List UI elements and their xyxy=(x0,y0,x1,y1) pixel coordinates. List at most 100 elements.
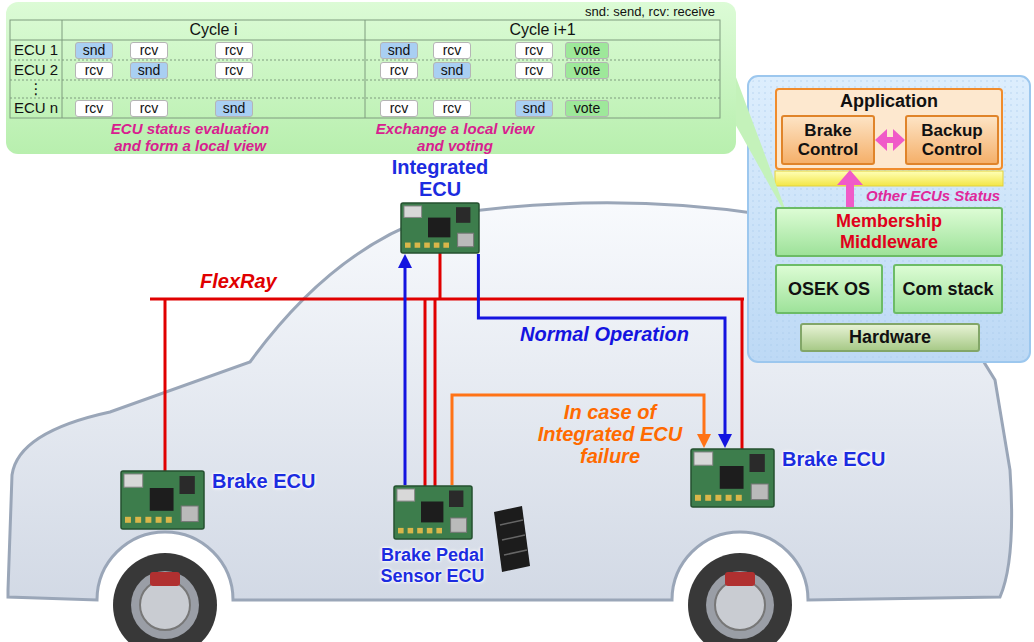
pedal-rib xyxy=(502,535,525,540)
module-label: Backup Control xyxy=(912,121,992,159)
panel-texture xyxy=(750,78,1028,360)
arrowhead xyxy=(697,434,711,448)
connector-socket xyxy=(450,518,466,532)
connector-socket xyxy=(694,452,713,465)
ecu-node: Integrated ECU xyxy=(380,156,500,254)
chip xyxy=(180,476,195,494)
message-slot: vote xyxy=(565,62,609,79)
bus-stub xyxy=(741,299,744,450)
row-label: ECU 2 xyxy=(10,60,62,80)
bus-stub xyxy=(439,248,442,299)
board-substrate xyxy=(394,486,472,539)
message-slot: snd xyxy=(75,42,113,59)
com-stack-box: Com stack xyxy=(893,264,1003,314)
table-rule xyxy=(365,20,366,118)
connector xyxy=(452,395,711,485)
pedal-pad xyxy=(494,506,530,572)
row-label: ⋮ xyxy=(10,80,62,98)
component xyxy=(436,528,442,534)
pedal-rib xyxy=(500,520,523,525)
arrowhead xyxy=(875,129,887,151)
connector-socket xyxy=(751,484,768,500)
board-substrate xyxy=(691,449,774,507)
message-slot: rcv xyxy=(75,100,113,117)
board-substrate xyxy=(401,203,479,253)
bus-stub xyxy=(164,299,167,472)
front-wheel xyxy=(113,553,217,642)
component xyxy=(407,528,413,534)
hardware-label: Hardware xyxy=(849,327,931,348)
message-slot: vote xyxy=(565,100,609,117)
table-rule xyxy=(62,20,63,118)
ecu-label: Brake ECU xyxy=(212,470,315,492)
message-slot: rcv xyxy=(130,42,168,59)
middleware-box: Membership Middleware xyxy=(775,207,1003,257)
connector xyxy=(837,170,863,207)
arrowhead xyxy=(893,129,905,151)
edge-label: Normal Operation xyxy=(520,323,689,345)
ecu-node: Brake ECU xyxy=(120,470,318,530)
bus-name: FlexRay xyxy=(200,270,277,293)
tyre xyxy=(113,553,217,642)
pedal-rib xyxy=(504,550,527,555)
connector-socket xyxy=(404,206,422,217)
row-label: ECU n xyxy=(10,98,62,118)
chip xyxy=(750,454,765,472)
component xyxy=(426,528,432,534)
com-stack-label: Com stack xyxy=(902,279,993,300)
circuit-board xyxy=(120,470,205,530)
ecu-label: Brake Pedal Sensor ECU xyxy=(375,545,490,587)
connector-line xyxy=(404,266,407,485)
software-stack-panel xyxy=(748,76,1030,362)
flexray-bus xyxy=(150,248,744,487)
component xyxy=(424,243,430,248)
component xyxy=(434,243,440,248)
connector xyxy=(398,254,412,485)
brake-disc xyxy=(715,580,765,630)
module-label: Brake Control xyxy=(788,121,868,159)
column-header: Cycle i+1 xyxy=(365,20,720,40)
arrowhead xyxy=(718,434,732,448)
chip xyxy=(720,466,744,489)
application-module: Brake Control xyxy=(781,115,875,165)
connector-line xyxy=(846,183,854,207)
message-slot: snd xyxy=(215,100,253,117)
chip xyxy=(456,207,470,223)
application-module: Backup Control xyxy=(905,115,999,165)
arrowhead xyxy=(837,170,863,185)
rear-wheel xyxy=(688,553,792,642)
ecu-label: Brake ECU xyxy=(782,448,885,470)
brake-disc xyxy=(140,580,190,630)
chip xyxy=(150,488,174,511)
brake-caliper xyxy=(725,572,755,586)
connector-socket xyxy=(181,506,198,522)
chip xyxy=(449,491,463,508)
message-slot: rcv xyxy=(215,62,253,79)
message-slot: rcv xyxy=(433,100,471,117)
phase-caption: ECU status evaluation and form a local v… xyxy=(100,120,280,154)
os-label: OSEK OS xyxy=(788,279,870,300)
message-slot: snd xyxy=(433,62,471,79)
connector-socket xyxy=(397,489,415,501)
message-slot: rcv xyxy=(380,62,418,79)
message-slot: rcv xyxy=(380,100,418,117)
callout-panel xyxy=(6,2,736,154)
circuit-board xyxy=(393,485,473,540)
component xyxy=(443,243,449,248)
message-slot: rcv xyxy=(130,100,168,117)
board-substrate xyxy=(121,471,204,529)
ecu-node: Brake Pedal Sensor ECU xyxy=(375,485,490,587)
message-slot: snd xyxy=(515,100,553,117)
circuit-board xyxy=(400,202,480,254)
chip xyxy=(421,502,443,523)
component xyxy=(695,495,701,501)
component xyxy=(405,243,411,248)
tyre xyxy=(688,553,792,642)
component xyxy=(145,517,151,523)
bus-stub xyxy=(424,299,427,487)
abbreviation-note: snd: send, rcv: receive xyxy=(585,4,715,19)
connector-line xyxy=(452,395,704,485)
connector-socket xyxy=(124,474,143,487)
rim xyxy=(131,571,199,639)
middleware-label: Membership Middleware xyxy=(814,211,964,253)
